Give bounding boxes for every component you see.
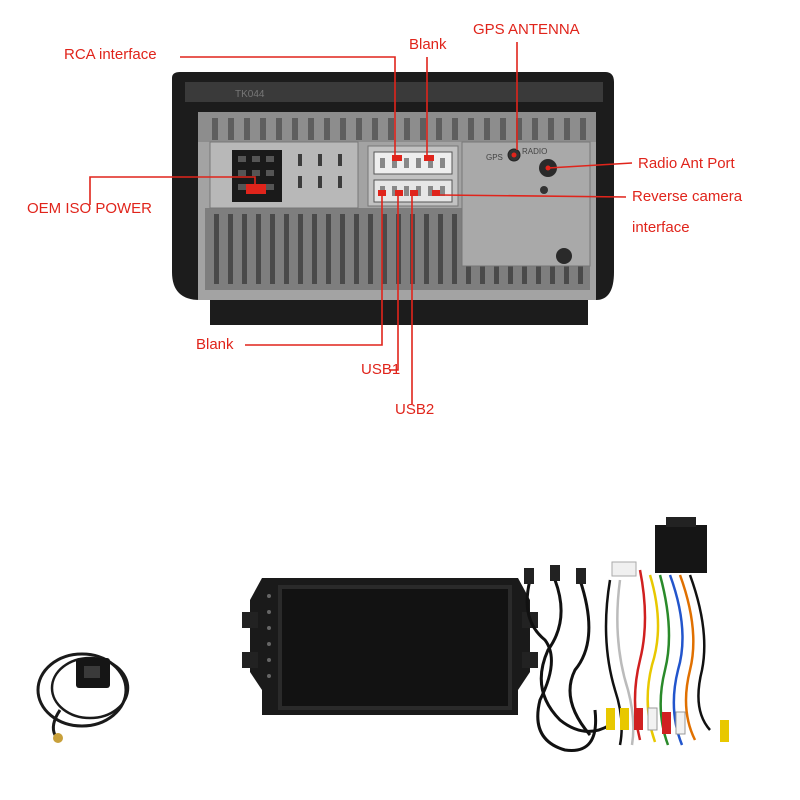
unit-model-marking: TK044: [235, 89, 265, 100]
radio-marking: RADIO: [522, 147, 547, 156]
reverse-camera-label-line2: interface: [632, 219, 690, 236]
antenna-panel: [461, 141, 591, 267]
head-unit-rear-view: TK044: [172, 72, 614, 325]
callout-lines: [89, 42, 633, 404]
usb2-label: USB2: [395, 401, 435, 418]
kit-contents: [36, 517, 729, 752]
head-unit-front: [242, 578, 538, 715]
blank-bottom-label: Blank: [196, 336, 234, 353]
rca-interface-label: RCA interface: [64, 46, 157, 63]
usb-cables: [525, 579, 611, 752]
chassis-grille: [212, 118, 586, 140]
oem-iso-power-label: OEM ISO POWER: [27, 200, 153, 217]
gps-marking: GPS: [486, 153, 503, 162]
rca-plugs: [606, 707, 729, 742]
gps-antenna-accessory: [36, 652, 130, 743]
connector-markers: [246, 152, 551, 196]
harness-plug: [655, 525, 707, 573]
reverse-camera-label: Reverse camera: [632, 188, 743, 205]
gps-antenna-label: GPS ANTENNA: [473, 21, 580, 38]
radio-ant-port-label: Radio Ant Port: [638, 155, 735, 172]
usb1-label: USB1: [361, 361, 401, 378]
blank-top-label: Blank: [409, 36, 447, 53]
